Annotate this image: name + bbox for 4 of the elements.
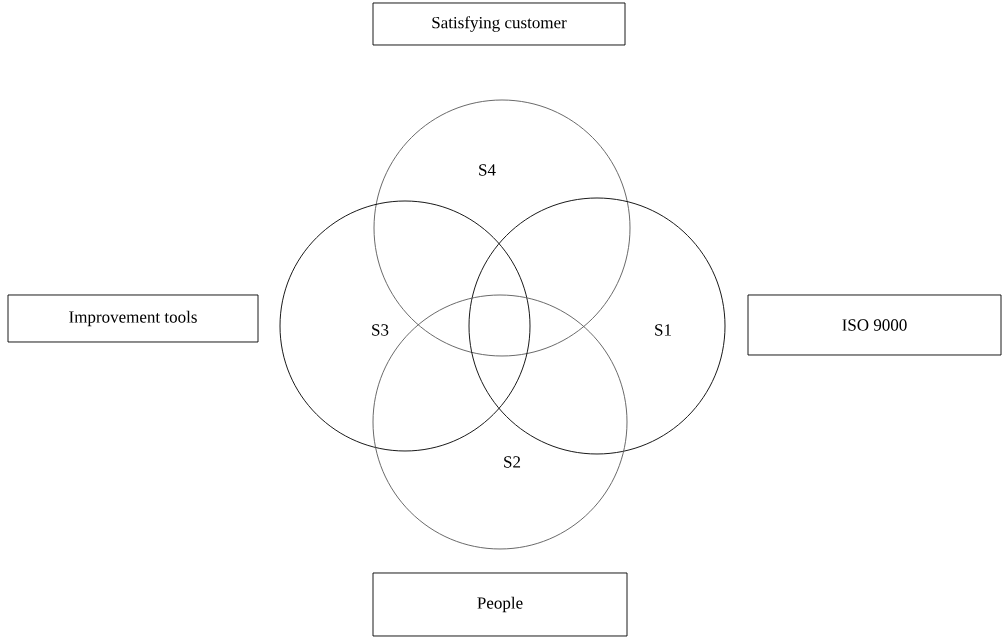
text-box: People (372, 572, 628, 637)
text-box: Satisfying customer (372, 2, 626, 46)
text-box: Improvement tools (7, 294, 259, 343)
text-box: ISO 9000 (747, 294, 1002, 356)
